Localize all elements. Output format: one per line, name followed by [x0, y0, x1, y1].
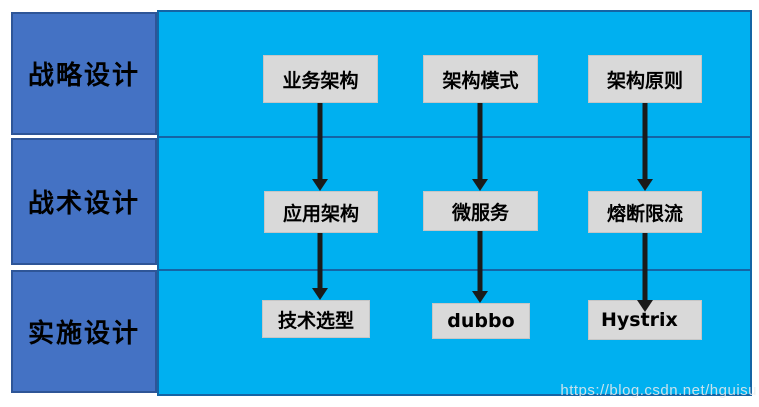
- sidebar-row-implementation-design: 实施设计: [11, 270, 157, 393]
- watermark: https://blog.csdn.net/hguisu: [560, 382, 757, 399]
- sidebar-row-label: 战略设计: [27, 61, 140, 91]
- arrow-down-icon: [312, 233, 328, 300]
- row-divider-1: [159, 136, 750, 138]
- sidebar-row-label: 战术设计: [27, 189, 140, 219]
- sidebar-row-strategic-design: 战略设计: [11, 12, 157, 135]
- node-microservices: 微服务: [423, 191, 538, 231]
- arrow-down-icon: [312, 103, 328, 191]
- node-architecture-pattern: 架构模式: [423, 55, 538, 103]
- arrow-down-icon: [472, 103, 488, 191]
- arrow-down-icon: [637, 233, 653, 312]
- row-divider-2: [159, 269, 750, 271]
- node-circuit-break-rate-limit: 熔断限流: [588, 191, 702, 233]
- arrow-down-icon: [637, 103, 653, 191]
- sidebar-row-label: 实施设计: [27, 319, 140, 349]
- node-dubbo: dubbo: [432, 303, 530, 339]
- node-architecture-principles: 架构原则: [588, 55, 702, 103]
- node-business-architecture: 业务架构: [263, 55, 378, 103]
- node-application-architecture: 应用架构: [264, 191, 378, 233]
- arrow-down-icon: [472, 231, 488, 303]
- node-technology-selection: 技术选型: [262, 300, 370, 338]
- sidebar-row-tactical-design: 战术设计: [11, 138, 157, 265]
